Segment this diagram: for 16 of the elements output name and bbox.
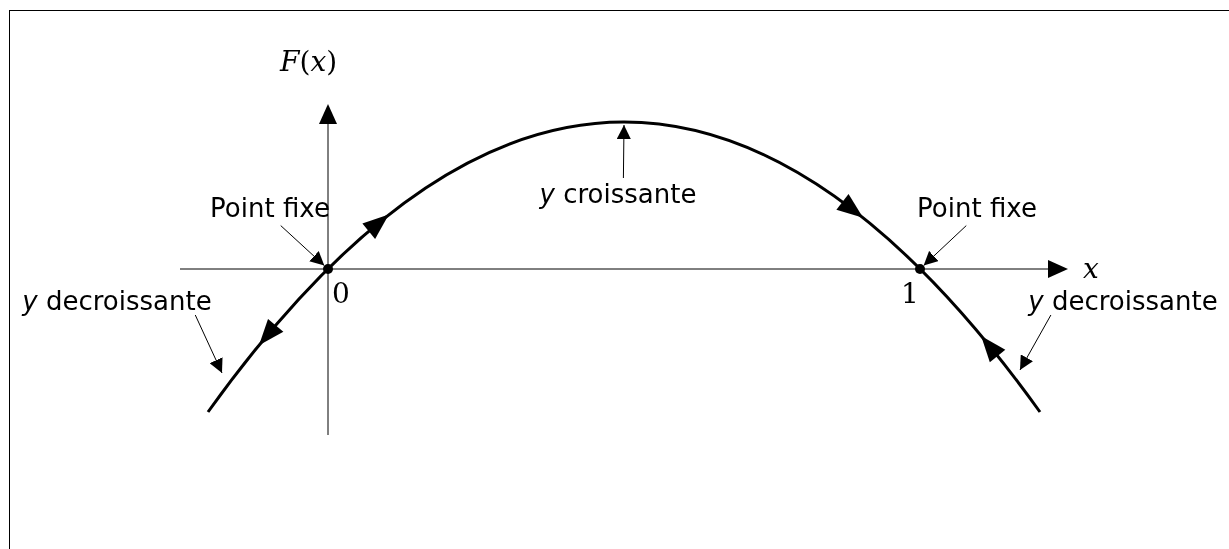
leader-arrow (194, 314, 223, 374)
leader-arrow (923, 225, 967, 267)
fixed-point-dot (915, 264, 925, 274)
tick-label: 1 (901, 277, 919, 311)
fixed-point-dot (323, 264, 333, 274)
axis-label: x (1083, 252, 1099, 286)
annotation-text: y decroissante (1020, 287, 1226, 315)
annotation-text: Point fixe (910, 192, 1044, 224)
leader-arrow (280, 225, 325, 267)
tick-label: 0 (332, 277, 350, 311)
axis-label: F(x) (280, 45, 338, 79)
leader-arrow (616, 124, 631, 179)
annotation-text: y decroissante (14, 287, 220, 315)
leader-arrow (1019, 314, 1052, 371)
annotation-text: Point fixe (203, 192, 337, 224)
annotation-text: y croissante (528, 178, 708, 210)
